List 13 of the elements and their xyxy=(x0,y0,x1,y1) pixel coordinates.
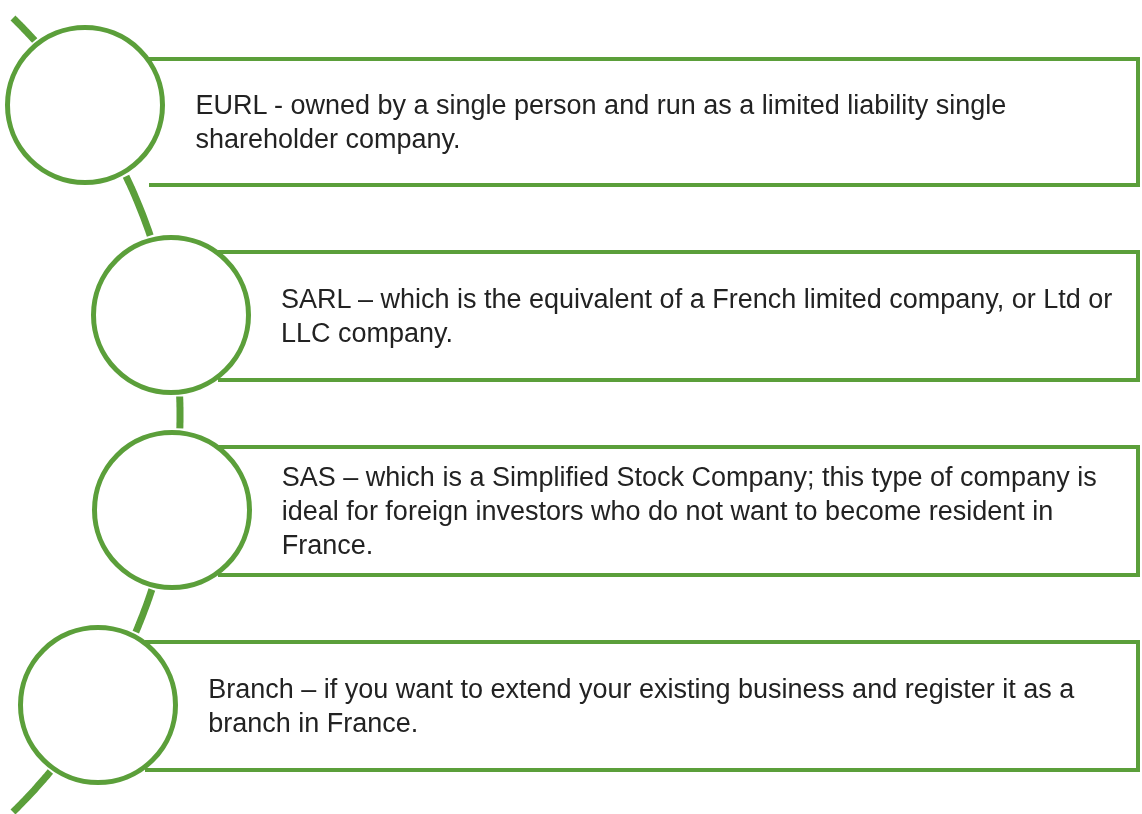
timeline-curve xyxy=(132,588,156,634)
description-text: Branch – if you want to extend your existing business and register it as a branch in France. xyxy=(208,673,1076,740)
text-box xyxy=(176,640,1140,772)
timeline-curve xyxy=(10,769,54,814)
timeline-curve xyxy=(122,174,154,237)
description-text: SAS – which is a Simplified Stock Company; this type of company is ideal for foreign investors who do not want to become resident in France. xyxy=(281,461,1098,562)
description-text: SARL – which is the equivalent of a French limited company, or Ltd or LLC company. xyxy=(280,283,1114,350)
text-box xyxy=(163,57,1140,187)
timeline-curve xyxy=(176,394,184,431)
timeline-curve xyxy=(10,15,38,43)
description-text: EURL - owned by a single person and run as a limited liability single shareholder company. xyxy=(195,89,1008,156)
text-box xyxy=(249,445,1140,577)
text-box xyxy=(248,250,1140,382)
